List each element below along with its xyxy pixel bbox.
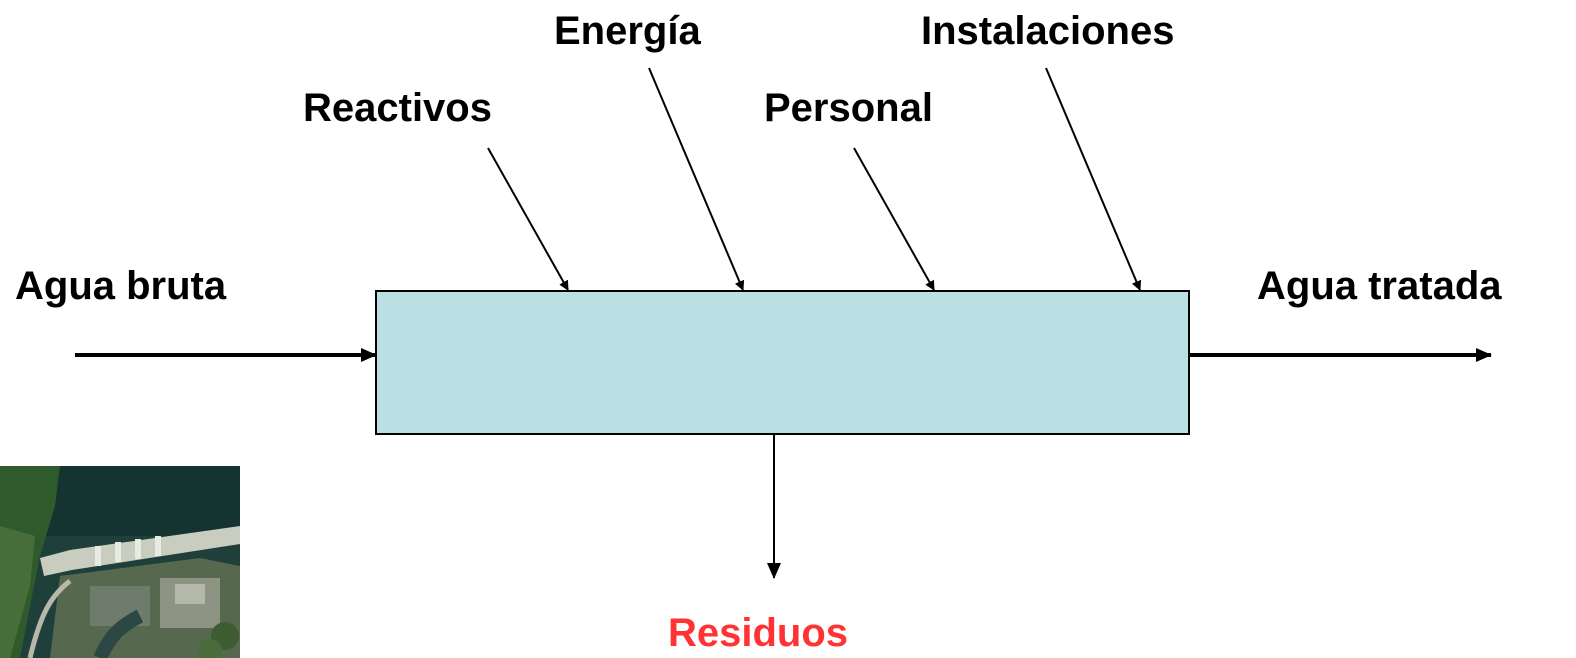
dam-aerial-photo: [0, 466, 240, 658]
agua-tratada-label: Agua tratada: [1257, 264, 1502, 308]
instalaciones-label: Instalaciones: [921, 9, 1175, 53]
agua-bruta-label: Agua bruta: [15, 264, 227, 308]
energia-arrow: [648, 67, 745, 291]
personal-arrow: [853, 147, 935, 291]
energia-label: Energía: [554, 9, 701, 53]
reactivos-arrow: [487, 147, 569, 291]
residuos-label: Residuos: [668, 611, 849, 655]
personal-label: Personal: [764, 86, 933, 130]
instalaciones-arrow: [1045, 67, 1142, 291]
reactivos-label: Reactivos: [303, 86, 492, 130]
process-box: [375, 290, 1190, 435]
